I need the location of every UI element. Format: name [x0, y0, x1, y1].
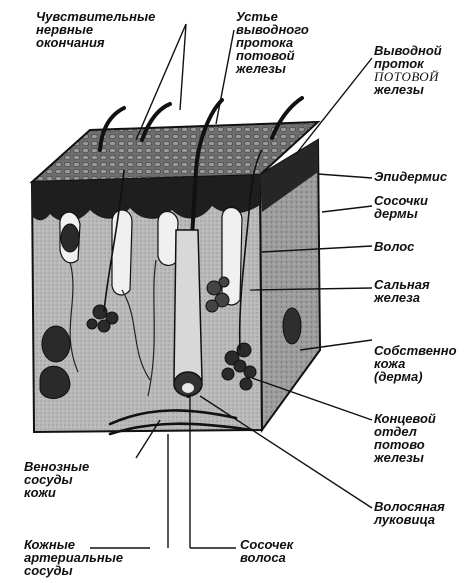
label-sebaceous-gland: Сальная железа [374, 278, 430, 304]
hair-papilla [182, 383, 194, 393]
label-sweat-excretory-duct: Выводной проток ПОТОВОЙ железы [374, 44, 442, 96]
label-hair-papilla: Сосочек волоса [240, 538, 293, 564]
label-sweat-duct-opening: Устье выводного протока потовой железы [236, 10, 309, 75]
side-gland [283, 308, 301, 344]
label-sweat-gland-secretory-part: Концевой отдел потово железы [374, 412, 436, 464]
label-hair: Волос [374, 240, 414, 253]
label-arterial-vessels: Кожные артериальные сосуды [24, 538, 123, 577]
label-dermis-proper: Собственно кожа (дерма) [374, 344, 457, 383]
hair-follicle [174, 230, 202, 396]
label-venous-vessels: Венозные сосуды кожи [24, 460, 89, 499]
label-hair-bulb: Волосяная луковица [374, 500, 445, 526]
label-dermal-papillae: Сосочки дермы [374, 194, 428, 220]
label-sensory-nerve-endings: Чувствительные нервные окончания [36, 10, 155, 49]
label-epidermis: Эпидермис [374, 170, 447, 183]
